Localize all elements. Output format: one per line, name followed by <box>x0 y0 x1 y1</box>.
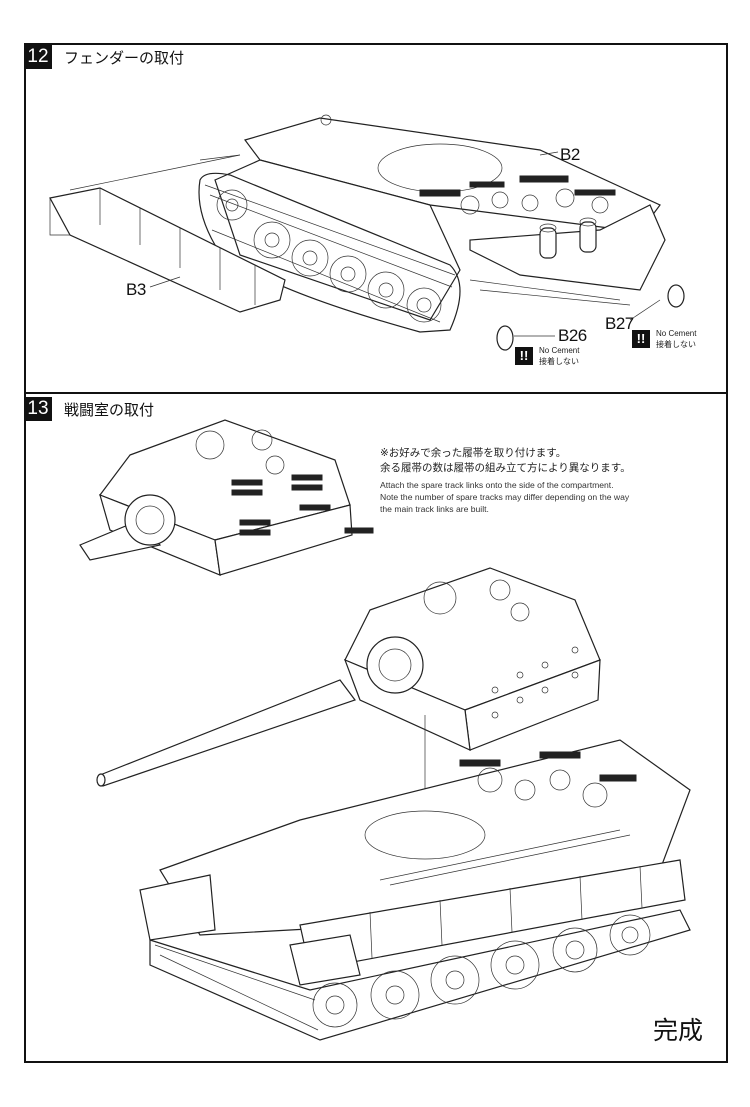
completed-tank-drawing <box>96 567 691 1041</box>
note-jp-line-2: 余る履帯の数は履帯の組み立て方により異なります。 <box>380 462 631 474</box>
note-en-line-2: Note the number of spare tracks may diff… <box>380 492 630 502</box>
warning-text-en: No Cement <box>656 329 697 338</box>
superstructure-detail-drawing <box>79 419 374 576</box>
part-label-b26: B26 <box>558 326 587 345</box>
warning-icon: !! <box>515 347 533 365</box>
note-jp-line-1: ※お好みで余った履帯を取り付けます。 <box>380 447 567 459</box>
step-13-header: 13 戦闘室の取付 <box>24 397 154 421</box>
warning-text-jp: 接着しない <box>539 357 579 366</box>
no-cement-warning-b27: !! No Cement 接着しない <box>632 328 696 350</box>
warning-icon: !! <box>632 330 650 348</box>
step-title: 戦闘室の取付 <box>64 400 155 419</box>
part-label-b3: B3 <box>126 280 146 299</box>
complete-label: 完成 <box>653 1016 704 1045</box>
part-b3-fender <box>49 187 286 313</box>
step-number: 12 <box>24 45 52 69</box>
step-divider <box>24 392 728 394</box>
instruction-frame <box>24 43 728 1063</box>
part-label-b27: B27 <box>605 314 634 333</box>
hull-drawing-step12 <box>49 114 685 351</box>
warning-text-jp: 接着しない <box>656 340 696 349</box>
step-number: 13 <box>24 397 52 421</box>
step-12-header: 12 フェンダーの取付 <box>24 45 184 69</box>
no-cement-warning-b26: !! No Cement 接着しない <box>515 345 579 367</box>
note-en-line-3: the main track links are built. <box>380 504 489 514</box>
step-title: フェンダーの取付 <box>64 48 185 67</box>
spare-track-note: ※お好みで余った履帯を取り付けます。 余る履帯の数は履帯の組み立て方により異なり… <box>380 446 680 515</box>
part-label-b2: B2 <box>560 145 580 164</box>
warning-text-en: No Cement <box>539 346 580 355</box>
note-en-line-1: Attach the spare track links onto the si… <box>380 480 614 490</box>
